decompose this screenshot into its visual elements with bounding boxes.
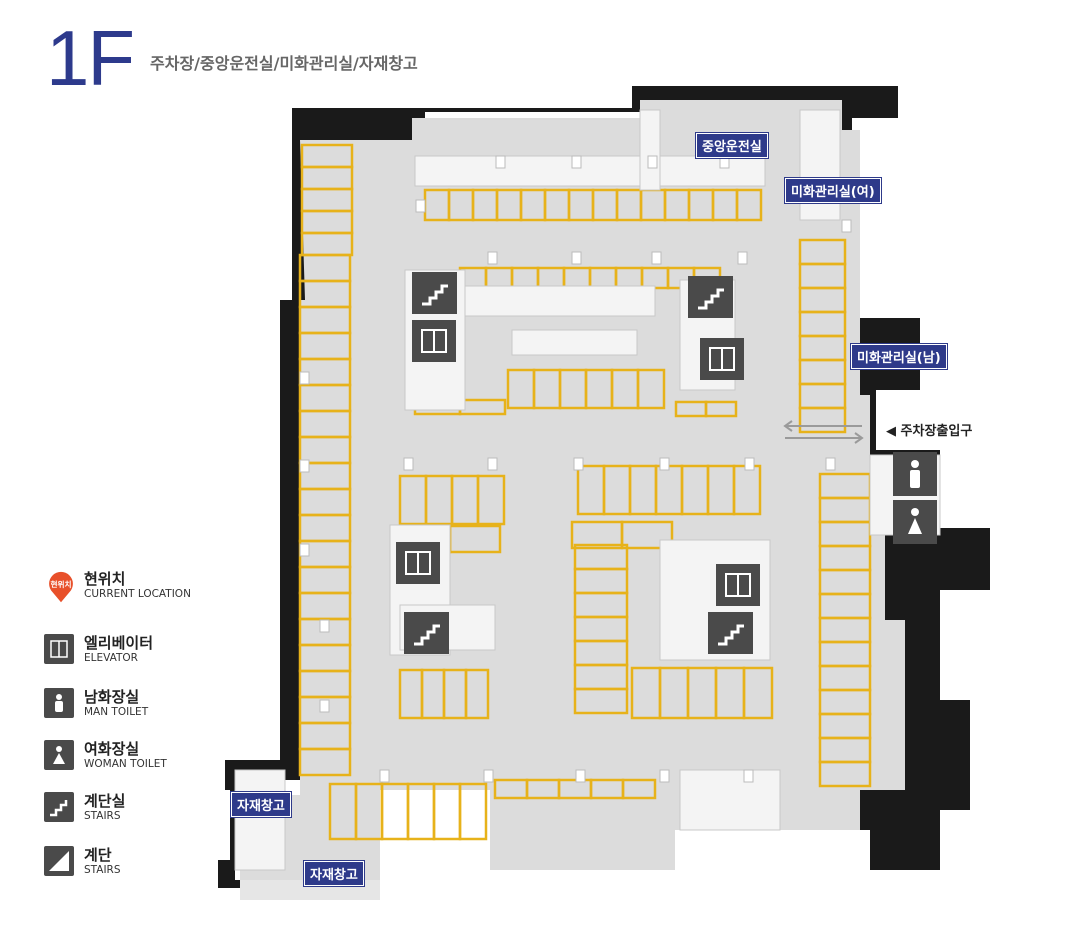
stairs-room-icon [44,792,74,822]
pillar [571,251,582,265]
legend-title: 현위치 [84,570,126,588]
pillar [651,251,662,265]
legend-subtitle: ELEVATOR [84,652,138,664]
parking-slot [458,782,488,841]
room-tag-cleaning-male: 미화관리실(남) [851,344,947,369]
parking-slot [704,400,738,418]
parking-slot [476,474,506,526]
pillar [737,251,748,265]
legend-title: 계단 [84,846,112,864]
elevator-icon [412,320,456,362]
legend-title: 엘리베이터 [84,634,154,652]
marker-text: 현위치 [50,579,71,589]
pillar [495,155,506,169]
room-tag-storage-bottom: 자재창고 [304,861,364,886]
traffic-arrows [783,420,864,444]
parking-slot [406,782,436,841]
woman-toilet-icon [893,500,937,544]
pillar [403,457,414,471]
stairs-room-icon [404,612,449,654]
pillar [659,457,670,471]
man-toilet-icon [893,452,937,496]
legend-elevator: 엘리베이터 ELEVATOR [44,632,234,672]
pillar [744,457,755,471]
woman-toilet-icon [44,740,74,770]
room-tag-central-control: 중앙운전실 [696,133,768,158]
stairs-room-icon [688,276,733,318]
legend-subtitle: MAN TOILET [84,706,149,718]
pillar [573,457,584,471]
parking-slot [464,668,490,720]
stairs-icon [44,846,74,876]
pillar [379,769,390,783]
legend-woman-toilet: 여화장실 WOMAN TOILET [44,738,234,778]
legend-stairs: 계단 STAIRS [44,844,234,884]
stairs-room-icon [708,612,753,654]
elevator-icon [700,338,744,380]
elevator-icon [716,564,760,606]
pillar [487,251,498,265]
pillar [487,457,498,471]
floor-label: 1F [46,14,135,102]
location-pin-icon: 현위치 [49,571,73,603]
legend-subtitle: STAIRS [84,864,121,876]
pillar [659,769,670,783]
parking-slot [735,188,763,222]
legend-current-location: 현위치 현위치 CURRENT LOCATION [44,568,234,608]
parking-slot [298,747,352,777]
pillars [299,155,852,783]
parking-entrance-label: ◀ 주차장출입구 [886,424,973,439]
room-tag-cleaning-female: 미화관리실(여) [785,178,881,203]
stairs-room-icon [412,272,457,314]
pillar [299,371,310,385]
legend-subtitle: CURRENT LOCATION [84,588,191,600]
pillar [299,459,310,473]
pillar [841,219,852,233]
legend-title: 여화장실 [84,740,140,758]
parking-slot [573,687,629,715]
parking-slot [742,666,774,720]
legend-title: 남화장실 [84,688,140,706]
pillar [743,769,754,783]
man-toilet-icon [44,688,74,718]
room-tag-storage-left: 자재창고 [231,792,291,817]
pillar [575,769,586,783]
pillar [415,199,426,213]
parking-slot [380,782,410,841]
elevator-icon [396,542,440,584]
outer-wall [218,86,990,888]
floor-description: 주차장/중앙운전실/미화관리실/자재창고 [150,54,418,73]
parking-slot [621,778,657,800]
legend-title: 계단실 [84,792,126,810]
parking-slots [298,143,872,841]
parking-slot [432,782,462,841]
parking-slot [818,760,872,788]
parking-slot [636,368,666,410]
elevator-icon [44,634,74,664]
legend-man-toilet: 남화장실 MAN TOILET [44,686,234,726]
legend-subtitle: STAIRS [84,810,121,822]
pillar [647,155,658,169]
pillar [319,619,330,633]
parking-slot [620,520,674,550]
legend-subtitle: WOMAN TOILET [84,758,167,770]
pillar [571,155,582,169]
legend-stairs-room: 계단실 STAIRS [44,790,234,830]
pillar [319,699,330,713]
pillar [483,769,494,783]
pillar [299,543,310,557]
pillar [825,457,836,471]
parking-slot [798,406,847,434]
